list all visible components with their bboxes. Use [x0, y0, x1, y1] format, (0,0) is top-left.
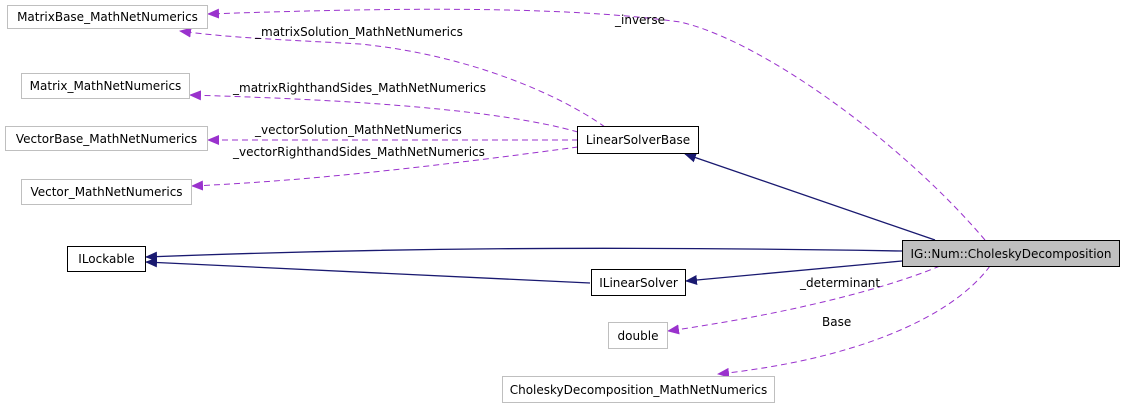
node-vectorbase[interactable]: VectorBase_MathNetNumerics: [5, 126, 208, 151]
edge-matrix-solution: [179, 27, 606, 128]
edge-label-inverse: _inverse: [615, 13, 665, 27]
edge-cholesky-to-ilinearsolver: [685, 260, 903, 285]
node-ilinearsolver[interactable]: ILinearSolver: [591, 269, 686, 296]
node-choleskydecomposition-mnn[interactable]: CholeskyDecomposition_MathNetNumerics: [502, 376, 775, 403]
node-linearsolverbase[interactable]: LinearSolverBase: [577, 126, 699, 154]
edge-label-base: Base: [822, 315, 852, 329]
edge-label-matrix-solution: _matrixSolution_MathNetNumerics: [255, 25, 463, 39]
node-double[interactable]: double: [608, 322, 668, 349]
node-matrixbase[interactable]: MatrixBase_MathNetNumerics: [7, 5, 208, 29]
edge-ilinearsolver-to-ilockable: [145, 257, 591, 284]
edge-vector-righthandsides: [191, 146, 579, 191]
edge-matrix-righthandsides: [189, 90, 579, 133]
edge-determinant: [667, 265, 941, 335]
node-vector[interactable]: Vector_MathNetNumerics: [21, 179, 192, 205]
node-cholesky-decomposition[interactable]: IG::Num::CholeskyDecomposition: [902, 240, 1120, 267]
edge-cholesky-to-ilockable: [145, 247, 903, 262]
edge-base: [717, 265, 991, 378]
edge-cholesky-to-linearsolverbase: [684, 152, 936, 241]
edge-label-matrix-righthandsides: _matrixRighthandSides_MathNetNumerics: [233, 81, 486, 95]
edge-label-determinant: _determinant: [800, 276, 881, 290]
edge-label-vector-solution: _vectorSolution_MathNetNumerics: [255, 123, 462, 137]
node-ilockable[interactable]: ILockable: [67, 246, 146, 272]
edge-label-vector-righthandsides: _vectorRighthandSides_MathNetNumerics: [233, 145, 485, 159]
edge-inverse: [207, 8, 986, 241]
node-matrix[interactable]: Matrix_MathNetNumerics: [21, 73, 190, 99]
